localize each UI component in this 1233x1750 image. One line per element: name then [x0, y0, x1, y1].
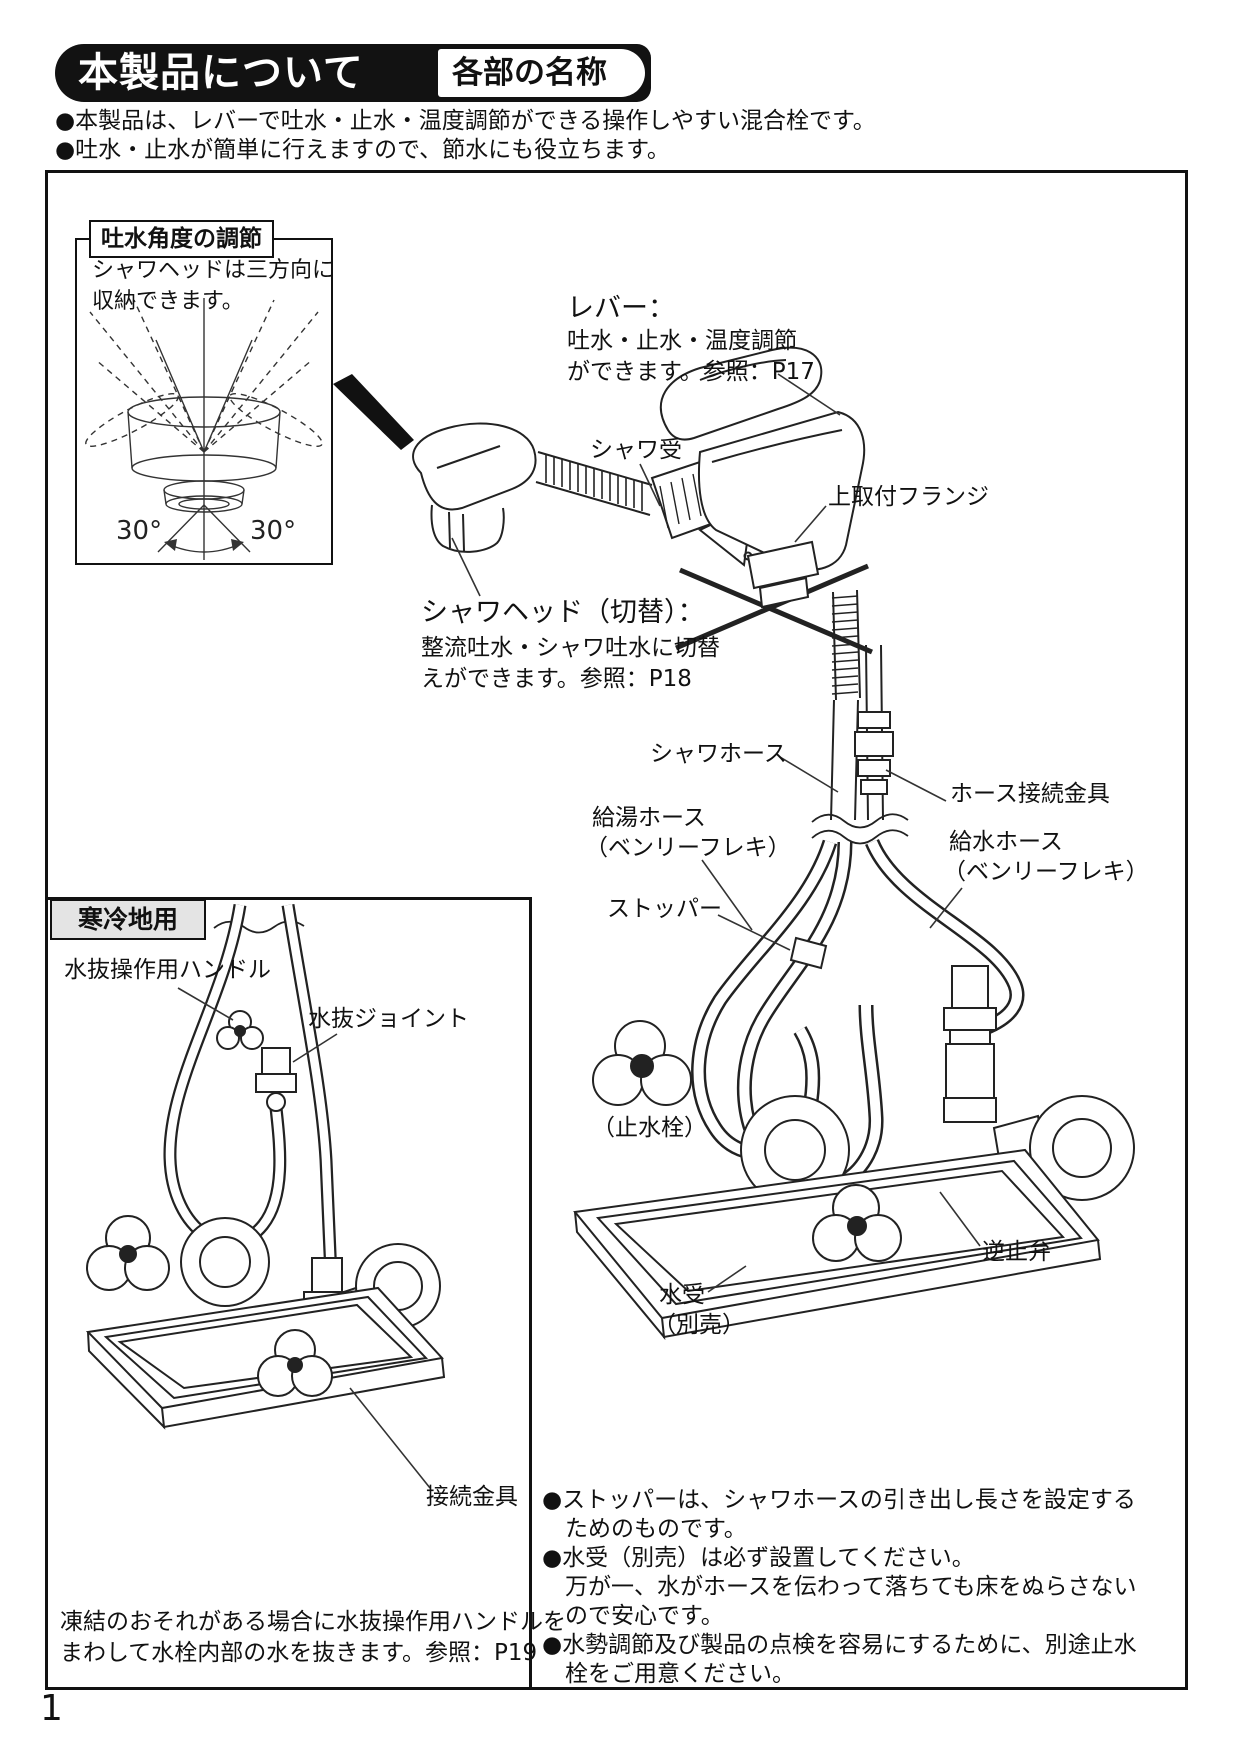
label-hot-hose-1: 給湯ホース — [592, 805, 706, 831]
section-subtitle-box — [438, 49, 645, 97]
label-cold-hose-2: （ベンリーフレキ） — [943, 859, 1149, 885]
angle-left-value: 30° — [116, 516, 163, 546]
intro-bullet-1: ●本製品は、レバーで吐水・止水・温度調節ができる操作しやすい混合栓です。 — [55, 108, 876, 134]
cold-region-note: 凍結のおそれがある場合に水抜操作用ハンドルを まわして水栓内部の水を抜きます。参… — [60, 1607, 566, 1669]
label-stop-valve: （止水栓） — [592, 1115, 707, 1141]
intro-bullet-2: ●吐水・止水が簡単に行えますので、節水にも役立ちます。 — [55, 137, 670, 163]
note-line: 栓をご用意ください。 — [542, 1661, 795, 1687]
label-drain-joint: 水抜ジョイント — [308, 1006, 469, 1032]
cold-note-line-1: 凍結のおそれがある場合に水抜操作用ハンドルを — [60, 1609, 566, 1635]
label-tray-2: （別売） — [653, 1312, 745, 1338]
note-line: ●ストッパーは、シャワホースの引き出し長さを設定する — [542, 1487, 1136, 1513]
note-line: ●水受（別売）は必ず設置してください。 — [542, 1545, 975, 1571]
angle-desc-1: シャワヘッドは三方向に — [92, 258, 335, 283]
label-shower-receiver: シャワ受 — [590, 437, 682, 463]
label-lever-desc2: ができます。参照：P17 — [567, 359, 815, 385]
label-hose-fitting: ホース接続金具 — [950, 781, 1110, 807]
label-shower-head-desc2: えができます。参照：P18 — [421, 666, 692, 692]
label-tray-1: 水受 — [659, 1282, 705, 1308]
label-shower-head-title: シャワヘッド（切替）： — [421, 597, 705, 628]
label-stopper: ストッパー — [607, 896, 722, 922]
page-number: 1 — [40, 1688, 63, 1729]
label-lever-title: レバー： — [567, 293, 675, 324]
angle-box-title: 吐水角度の調節 — [89, 220, 274, 258]
note-line: ためのものです。 — [542, 1516, 747, 1542]
label-drain-handle: 水抜操作用ハンドル — [64, 957, 271, 983]
note-line: 万が一、水がホースを伝わって落ちても床をぬらさない — [542, 1574, 1137, 1600]
label-check-valve: 逆止弁 — [982, 1239, 1051, 1265]
cold-region-frame — [45, 897, 532, 1690]
label-shower-head-desc1: 整流吐水・シャワ吐水に切替 — [421, 635, 720, 661]
notes-list: ●ストッパーは、シャワホースの引き出し長さを設定する ためのものです。 ●水受（… — [542, 1486, 1137, 1689]
label-upper-flange: 上取付フランジ — [828, 484, 989, 510]
angle-desc-2: 収納できます。 — [92, 289, 244, 314]
note-line: ●水勢調節及び製品の点検を容易にするために、別途止水 — [542, 1632, 1137, 1658]
label-shower-hose: シャワホース — [650, 741, 787, 767]
cold-note-line-2: まわして水栓内部の水を抜きます。参照：P19 — [60, 1640, 538, 1666]
label-cold-hose-1: 給水ホース — [949, 829, 1063, 855]
angle-right-value: 30° — [250, 516, 297, 546]
label-lever-desc1: 吐水・止水・温度調節 — [567, 328, 797, 354]
label-hot-hose-2: （ベンリーフレキ） — [585, 835, 791, 861]
section-subtitle: 各部の名称 — [452, 55, 607, 91]
cold-region-title: 寒冷地用 — [50, 899, 207, 940]
note-line: ので安心です。 — [542, 1603, 724, 1629]
label-fitting: 接続金具 — [426, 1484, 518, 1510]
section-title: 本製品について — [78, 50, 364, 96]
